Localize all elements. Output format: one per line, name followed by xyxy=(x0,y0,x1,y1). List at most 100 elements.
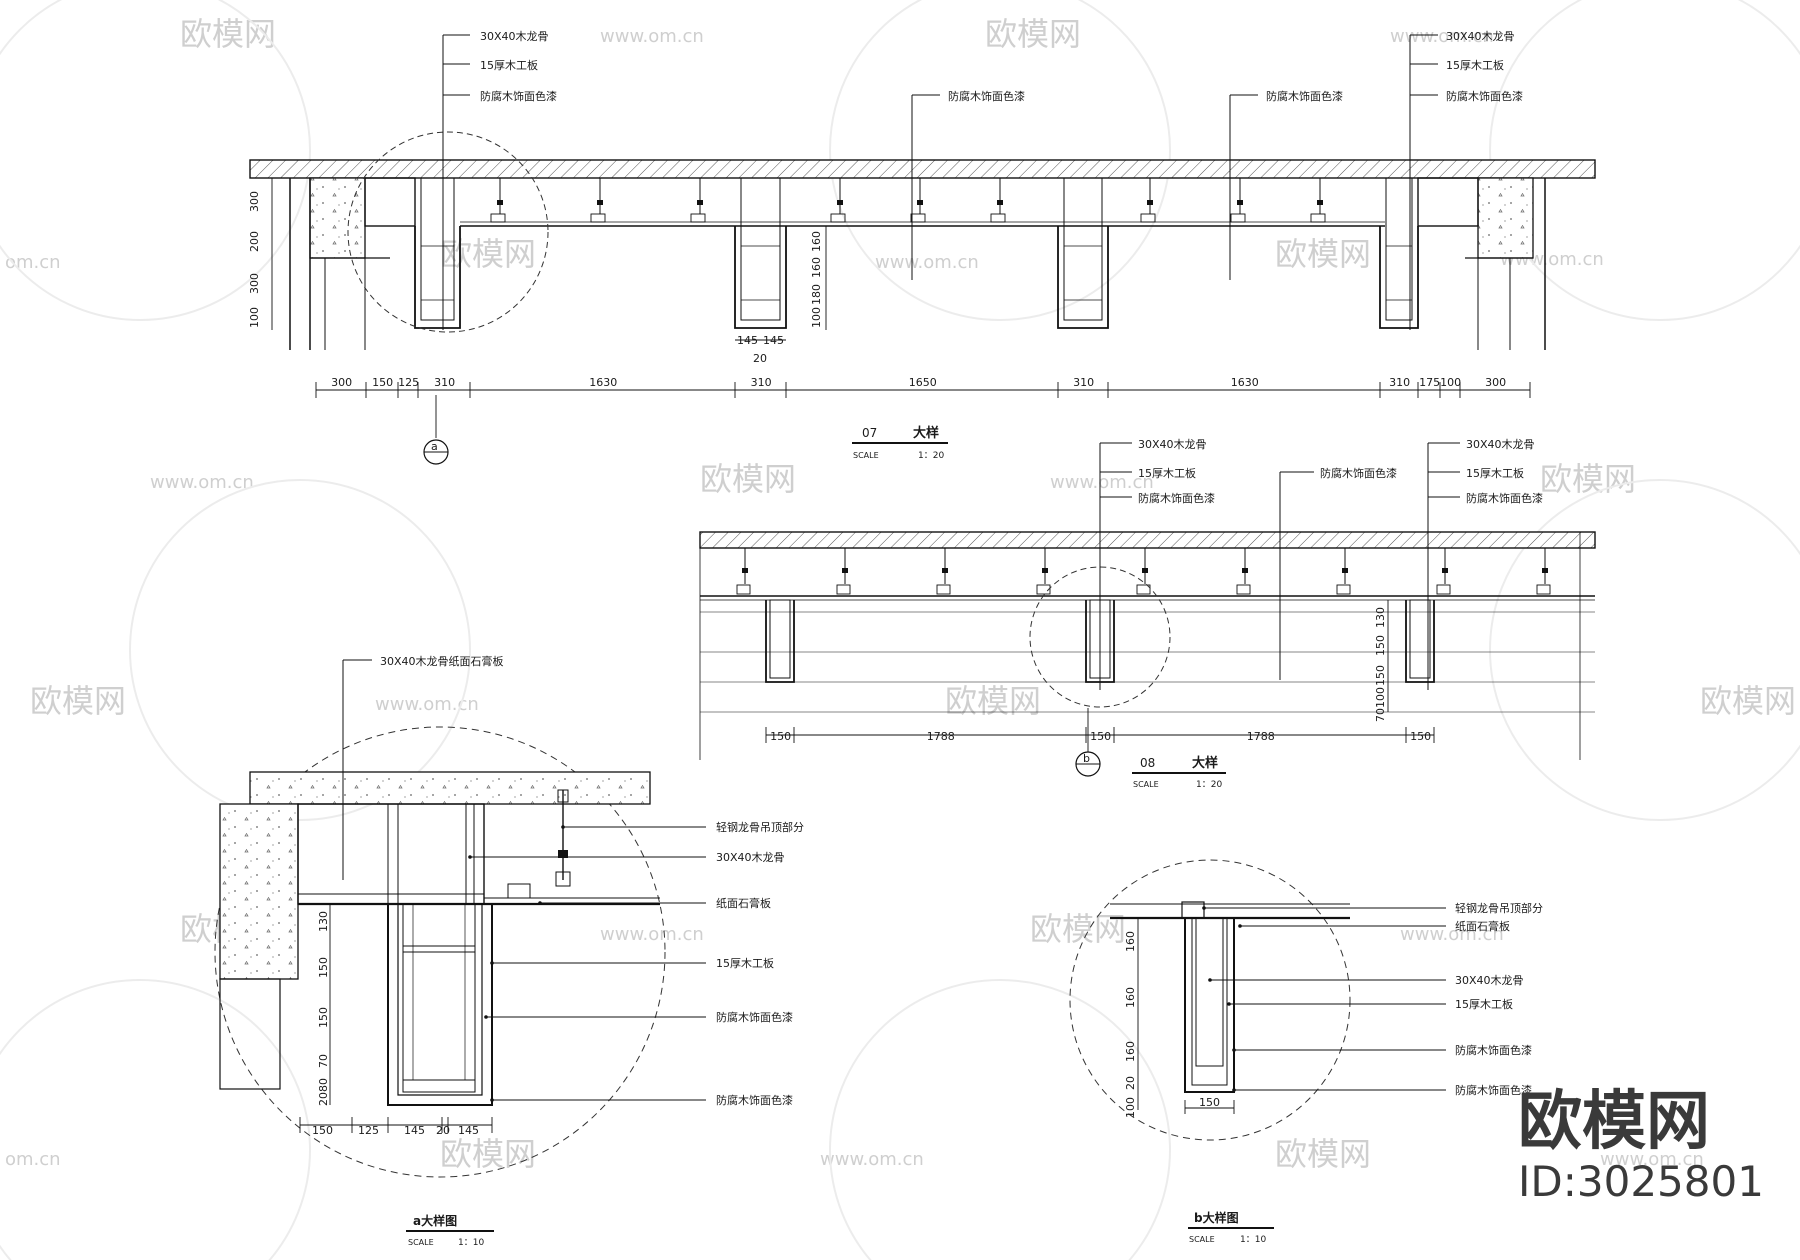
detail-07-elevation: 30X40木龙骨 15厚木工板 防腐木饰面色漆 防腐木饰面色漆 防腐木饰面色漆 … xyxy=(248,30,1596,465)
callout-07-mid-1: 防腐木饰面色漆 xyxy=(948,89,1025,103)
callout-b-2: 纸面石膏板 xyxy=(1238,919,1510,933)
callout-a-6: 防腐木饰面色漆 xyxy=(490,1093,793,1107)
dim-a-1: 150 xyxy=(312,1124,333,1137)
dim-07-8: 310 xyxy=(1073,376,1094,389)
vdim-a-2: 150 xyxy=(317,957,330,978)
watermark-brand-4: 欧模网 xyxy=(1275,235,1371,273)
watermark-arc-3 xyxy=(1489,0,1800,321)
dim-07-6: 310 xyxy=(751,376,772,389)
drawing-id: ID:3025801 xyxy=(1518,1157,1764,1206)
dim-08-2: 1788 xyxy=(927,730,955,743)
callout-07-mid-2: 防腐木饰面色漆 xyxy=(1266,89,1343,103)
dim-07-7: 1650 xyxy=(909,376,937,389)
watermark-url-4: www.om.cn xyxy=(150,472,254,493)
dim-a-5: 145 xyxy=(458,1124,479,1137)
wall-a xyxy=(219,803,299,980)
dim-07-13: 300 xyxy=(1485,376,1506,389)
vdim-a-3: 150 xyxy=(317,1007,330,1028)
watermark-arc-6 xyxy=(829,979,1171,1260)
detail-08-scale-value: 1：20 xyxy=(1196,780,1222,790)
hanger-07-5 xyxy=(910,178,926,223)
right-wall-07 xyxy=(1477,177,1534,259)
callout-08-right-1: 30X40木龙骨 xyxy=(1466,438,1535,451)
vdim-08-3: 150 xyxy=(1374,665,1387,686)
hanger-07-1 xyxy=(490,178,506,223)
watermark-url-11: www.om.cn xyxy=(1600,1149,1704,1170)
beam-wdim-2: 145 xyxy=(763,334,784,347)
detail-08-scale-label: SCALE xyxy=(1133,780,1159,789)
callout-a-5: 防腐木饰面色漆 xyxy=(484,1010,793,1024)
callout-a-2: 30X40木龙骨 xyxy=(468,851,785,864)
detail-a-callout-circle xyxy=(347,131,549,333)
watermark-arc-4 xyxy=(129,479,471,821)
beam-group-07 xyxy=(414,177,1419,329)
callout-a-4: 15厚木工板 xyxy=(490,956,774,970)
vdim-07-4: 100 xyxy=(248,307,261,328)
beam-vdim-4: 100 xyxy=(810,307,823,328)
watermark-arc-2 xyxy=(829,0,1171,321)
watermark-brand-12: 欧模网 xyxy=(440,1135,536,1173)
callout-07-right-2: 15厚木工板 xyxy=(1446,58,1504,72)
watermark-brand-6: 欧模网 xyxy=(1540,460,1636,498)
dim-07-4: 310 xyxy=(434,376,455,389)
callout-b-text-2: 纸面石膏板 xyxy=(1455,919,1510,933)
beam-07-1 xyxy=(414,177,461,329)
watermark-url-10: www.om.cn xyxy=(820,1149,924,1170)
section-marker-b-label: b xyxy=(1083,752,1090,765)
callout-a-text-3: 纸面石膏板 xyxy=(716,896,771,910)
callout-b-1: 轻钢龙骨吊顶部分 xyxy=(1202,901,1543,915)
callout-08-mid: 防腐木饰面色漆 xyxy=(1320,466,1397,480)
brand-stamp: 欧模网 ID:3025801 xyxy=(1518,1085,1764,1206)
hanger-08-4 xyxy=(1036,548,1051,595)
detail-08-title: 大样 xyxy=(1192,755,1218,771)
watermark-brand-1: 欧模网 xyxy=(180,15,276,53)
hanger-08-3 xyxy=(936,548,951,595)
hanger-08-2 xyxy=(836,548,851,595)
vdim-08-1: 130 xyxy=(1374,607,1387,628)
callout-a-text-2: 30X40木龙骨 xyxy=(716,851,785,864)
vdim-07-2: 200 xyxy=(248,231,261,252)
callout-08-right-3: 防腐木饰面色漆 xyxy=(1466,491,1543,505)
hanger-group-07 xyxy=(490,178,1326,223)
detail-07-scale-label: SCALE xyxy=(853,451,879,460)
watermark-url-5: www.om.cn xyxy=(1050,472,1154,493)
watermark-url-1: www.om.cn xyxy=(600,26,704,47)
callout-08-right-2: 15厚木工板 xyxy=(1466,466,1524,480)
callout-a-text-6: 防腐木饰面色漆 xyxy=(716,1093,793,1107)
detail-a-title: a大样图 xyxy=(413,1213,457,1228)
callout-b-5: 防腐木饰面色漆 xyxy=(1232,1043,1532,1057)
vdim-b-5: 100 xyxy=(1124,1097,1137,1118)
dim-07-10: 310 xyxy=(1389,376,1410,389)
hanger-08-6 xyxy=(1236,548,1251,595)
hanger-08-9 xyxy=(1536,548,1551,595)
hanger-07-2 xyxy=(590,178,606,223)
watermark-brand-2: 欧模网 xyxy=(985,15,1081,53)
hanger-07-8 xyxy=(1230,178,1246,223)
watermark-arc-7 xyxy=(0,979,311,1260)
vdim-08-2: 150 xyxy=(1374,635,1387,656)
dim-07-5: 1630 xyxy=(589,376,617,389)
watermark-url-short-2: om.cn xyxy=(5,1149,61,1170)
callout-07-right-3: 防腐木饰面色漆 xyxy=(1446,89,1523,103)
callout-b-3: 30X40木龙骨 xyxy=(1208,974,1524,987)
watermark-arc-5 xyxy=(1489,479,1800,821)
callout-b-4: 15厚木工板 xyxy=(1227,997,1513,1011)
callout-b-text-5: 防腐木饰面色漆 xyxy=(1455,1043,1532,1057)
watermark-brand-13: 欧模网 xyxy=(1275,1135,1371,1173)
beam-07-4 xyxy=(1379,177,1419,329)
hanger-08-8 xyxy=(1436,548,1451,595)
callout-a-text-5: 防腐木饰面色漆 xyxy=(716,1010,793,1024)
vdim-a-5: 80 xyxy=(317,1078,330,1092)
dim-a-3: 145 xyxy=(404,1124,425,1137)
dim-07-3: 125 xyxy=(398,376,419,389)
beam-wdim-1: 145 xyxy=(737,334,758,347)
vdim-b-2: 160 xyxy=(1124,987,1137,1008)
beam-vdim-1: 160 xyxy=(810,231,823,252)
detail-b-scale-value: 1：10 xyxy=(1240,1235,1266,1245)
dim-07-9: 1630 xyxy=(1231,376,1259,389)
watermark-brand-3: 欧模网 xyxy=(440,235,536,273)
callouts-a: 轻钢龙骨吊顶部分30X40木龙骨纸面石膏板15厚木工板防腐木饰面色漆防腐木饰面色… xyxy=(468,820,804,1107)
